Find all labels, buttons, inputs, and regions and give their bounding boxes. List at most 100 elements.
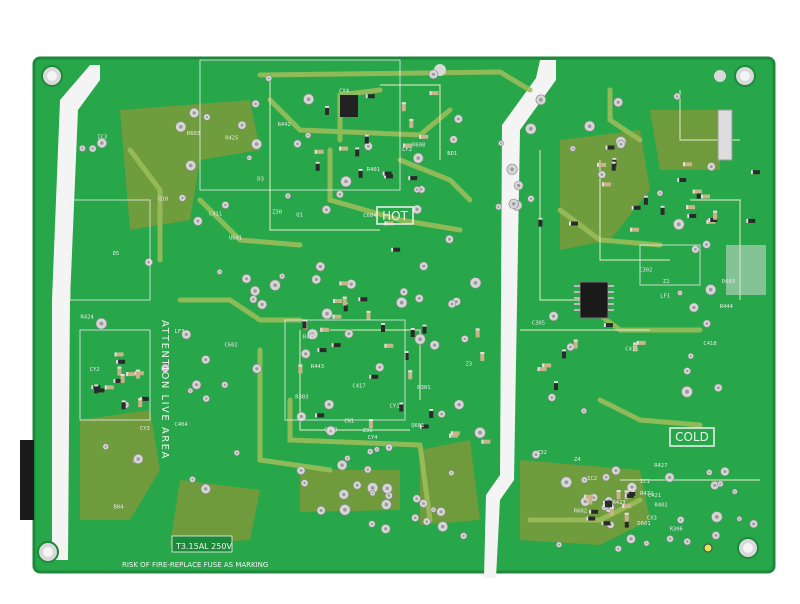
pad-hole [714,515,719,519]
pad-hole [733,490,736,493]
hot-label-box [376,206,414,225]
refdes-label: Q601 [411,423,424,429]
fire-warning-label: RISK OF FIRE-REPLACE FUSE AS MARKING [122,561,268,569]
smd-part [701,194,710,199]
refdes-label: F1 [629,488,636,494]
refdes-label: R602 [574,509,587,515]
pad-hole [617,547,620,550]
pad-hole [349,282,353,286]
pad-hole [252,298,255,301]
pad-hole [668,537,672,540]
pad-hole [629,537,633,541]
smd-part [643,195,648,205]
isolation-slot-middle [484,60,556,578]
pad-hole [104,445,107,448]
reference-designators: B04D3CY1LF1CX3CY2LF2CY4Z2IC1D5BD1R303C30… [81,88,736,532]
pad-hole [371,492,374,495]
mounting-holes [37,64,759,563]
pad-hole [439,510,443,514]
pad-hole [752,522,756,526]
refdes-label: D3 [257,177,264,183]
refdes-label: R444 [720,304,734,310]
smd-part [401,102,406,112]
pad-hole [457,117,460,121]
smd-part [358,297,368,302]
refdes-label: R424 [81,315,95,321]
smd-part [410,328,415,337]
refdes-label: C411 [209,212,222,218]
smd-part [117,366,122,376]
refdes-label: D601 [637,521,650,527]
header-connector-right [717,109,733,161]
smd-part [302,319,307,329]
smd-part [384,174,393,179]
pad-hole [299,469,303,472]
refdes-label: R442 [278,122,291,128]
pad-hole [136,457,140,461]
smd-part [562,349,566,359]
smd-part [136,369,140,379]
pad-hole [528,126,533,131]
smd-part [542,363,552,368]
smd-part [687,214,697,218]
pad-hole [425,520,429,523]
pad-hole [450,472,453,474]
pad-hole [658,192,661,195]
pad-hole [432,508,435,511]
smd-part [538,217,543,227]
pad-hole [314,277,318,281]
pad-hole [630,485,634,490]
smd-part [708,218,718,222]
pad-hole [694,248,697,251]
smd-part [616,490,621,499]
smd-part [750,170,760,175]
pad-hole [433,343,437,347]
pad-hole [713,483,717,487]
refdes-label: C404 [174,422,188,428]
refdes-label: R608 [412,142,425,148]
pad-hole [355,483,359,487]
pad-hole [564,480,569,485]
smd-part [332,314,342,319]
smd-part [104,385,114,390]
smd-part [399,402,404,412]
refdes-label: D603 [722,279,735,285]
pad-hole [614,469,618,473]
smd-part [355,147,360,157]
refdes-label: R432 [640,491,653,497]
pad-hole [685,389,689,394]
smd-part [686,205,696,210]
pad-hole [679,518,682,522]
pad-hole [716,386,720,390]
smd-part [94,384,99,394]
refdes-label: Z2 [663,279,670,285]
smd-part [342,296,347,306]
pad-hole [415,497,419,501]
fuse-pads [171,535,233,553]
through-hole-pads [79,69,758,553]
pad-hole [81,147,84,150]
pad-hole [616,100,620,104]
pad-hole [512,202,516,206]
cold-label: COLD [675,430,709,444]
pad-hole [286,194,289,197]
smd-part [403,143,412,148]
smd-part [692,189,702,194]
pad-hole [679,292,681,294]
pad-hole [510,167,514,172]
smd-part [408,176,418,181]
smd-part [602,182,611,187]
pad-hole [676,222,681,227]
pad-hole [450,302,454,306]
smd-part [611,161,616,171]
pad-hole [416,188,419,191]
pad-hole [431,72,435,76]
smd-part [113,378,123,383]
pad-hole [422,502,425,505]
refdes-label: C431 [625,347,638,353]
refdes-label: R425 [225,136,238,142]
ic-chip-top [340,95,358,117]
pad-hole [582,409,585,412]
smd-part [603,323,613,328]
pad-hole [534,453,538,456]
